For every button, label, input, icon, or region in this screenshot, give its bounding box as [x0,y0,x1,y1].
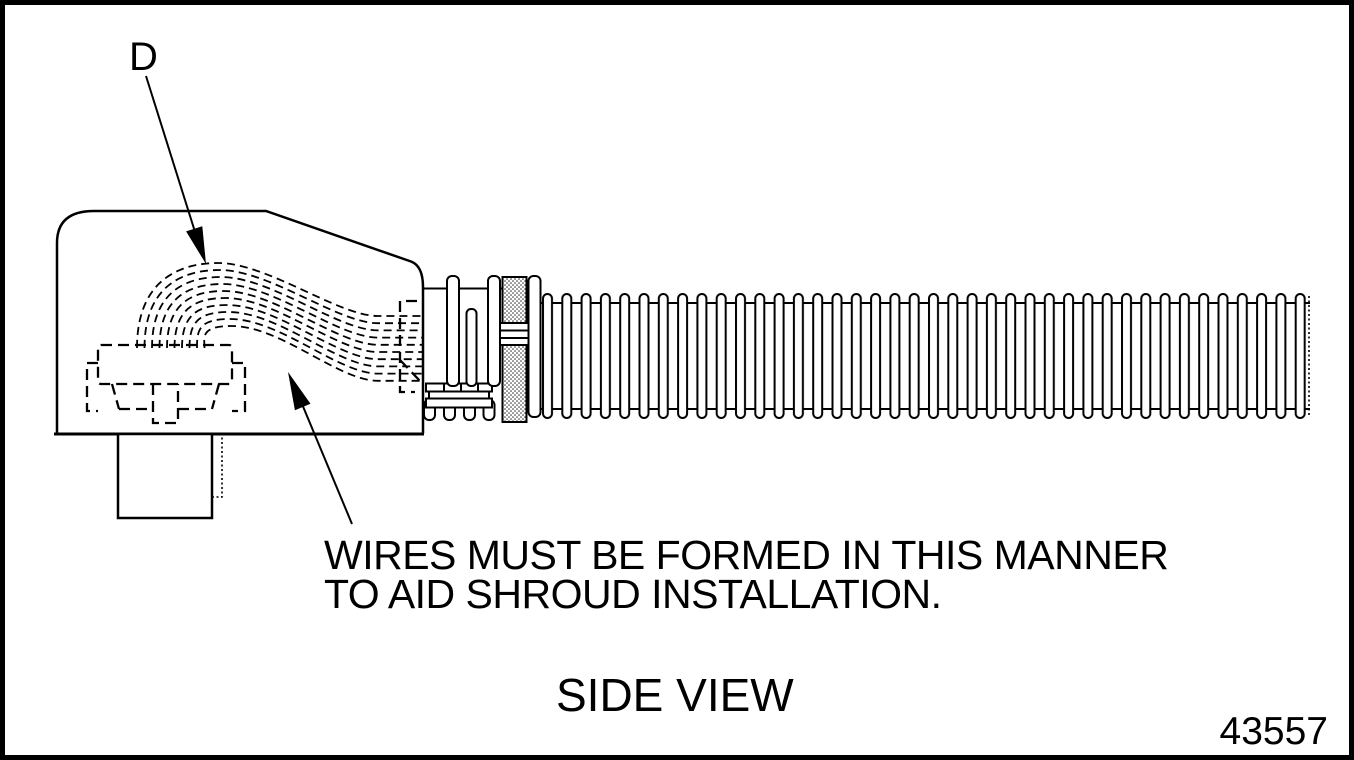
lower-mount-block [116,432,223,520]
wire [203,325,423,382]
fitting-bar-left [446,275,460,387]
connector-flange-right [232,361,247,413]
wire [181,304,423,361]
fitting-terminal-strips [425,382,493,409]
fitting-collar-bar [527,275,542,418]
compression-ring [499,276,530,423]
backshell-fitting [398,275,542,423]
view-caption: SIDE VIEW [556,669,794,721]
wire [151,276,423,349]
note-annotation: WIRES MUST BE FORMED IN THIS MANNER TO A… [288,372,1169,617]
note-leader-line [301,403,353,525]
fitting-bar-right [487,275,501,387]
note-arrowhead-icon [288,372,311,411]
wire [158,283,423,349]
connector-body [96,343,234,386]
wire [143,269,423,349]
connector-hidden [85,343,247,425]
shroud-housing [54,209,425,436]
figure-number: 43557 [1220,710,1328,753]
conduit-ribs [541,293,1310,419]
fitting-hidden-edge [398,299,422,394]
callout-d-label: D [129,35,158,79]
note-text-line1: WIRES MUST BE FORMED IN THIS MANNER [324,532,1168,578]
callout-d-arrowhead-icon [186,226,206,264]
callout-d: D [129,35,206,264]
wire [196,318,423,375]
connector-key [151,384,180,425]
fitting-pin [465,308,478,387]
corrugated-conduit [541,293,1310,419]
note-text-line2: TO AID SHROUD INSTALLATION. [324,571,942,617]
wire [166,290,423,349]
lower-block-side-face [212,436,223,498]
wire-bundle [136,262,423,382]
shroud-outline [55,209,425,434]
wire [136,262,423,349]
wire [188,311,423,368]
callout-d-leader-line [145,75,197,236]
connector-flange-left [85,361,98,413]
